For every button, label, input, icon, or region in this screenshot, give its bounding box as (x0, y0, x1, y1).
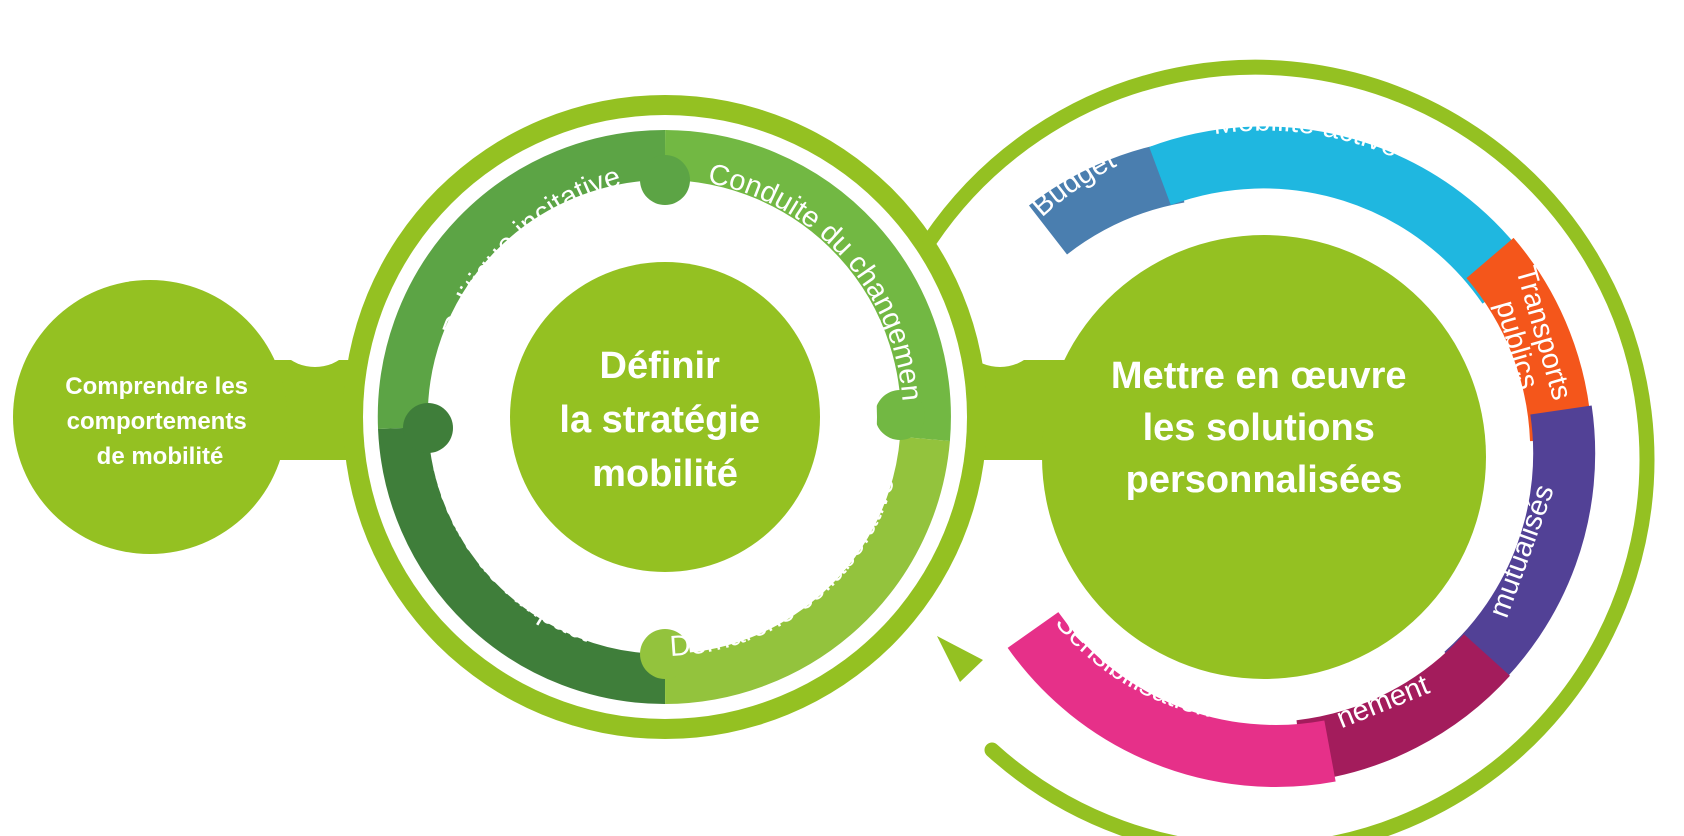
segment-politique-incitative (377, 129, 666, 430)
comprendre-line-3: de mobilité (97, 443, 224, 470)
cap-mesure (403, 403, 453, 453)
segment-sensibilisation (1007, 611, 1336, 787)
comprendre-line-2: comportements (67, 408, 247, 435)
comprendre-line-1: Comprendre les (65, 373, 248, 400)
notch-bottom-middle (955, 487, 1045, 577)
definir-line-1: Définir (600, 345, 721, 387)
definir-label: Définir la stratégie mobilité (559, 345, 770, 495)
notch-top-left (270, 277, 360, 367)
segment-demarche-collaborative (664, 436, 950, 704)
segment-conduite-du-changement (664, 130, 951, 441)
mettre-label: Mettre en œuvre les solutions personnali… (1111, 355, 1417, 501)
comprendre-label: Comprendre les comportements de mobilité (65, 373, 254, 470)
arrow-head (937, 636, 983, 682)
mettre-line-1: Mettre en œuvre (1111, 355, 1407, 397)
definir-line-3: mobilité (592, 453, 738, 495)
mettre-line-2: les solutions (1143, 407, 1375, 449)
segment-transports-mutualises (1444, 405, 1596, 699)
segment-mobilite-active (1149, 126, 1534, 304)
cap-collab (640, 629, 690, 679)
cap-politique (640, 155, 690, 205)
comprendre-node (13, 280, 287, 554)
solutions-outer-ring (922, 59, 1655, 836)
segment-mesure-de-l-impact (378, 426, 666, 705)
label-transports-mutualises: Transports mutualisés (1455, 467, 1562, 625)
mettre-node (1042, 235, 1486, 679)
strategy-ring (377, 129, 951, 705)
definir-line-2: la stratégie (559, 399, 760, 441)
cap-conduite (875, 390, 925, 440)
solutions-ring (1007, 126, 1596, 787)
solutions-structure (922, 59, 1655, 836)
definir-node (510, 262, 820, 572)
notch-bottom-left (270, 467, 360, 557)
mettre-line-3: personnalisées (1126, 459, 1403, 501)
